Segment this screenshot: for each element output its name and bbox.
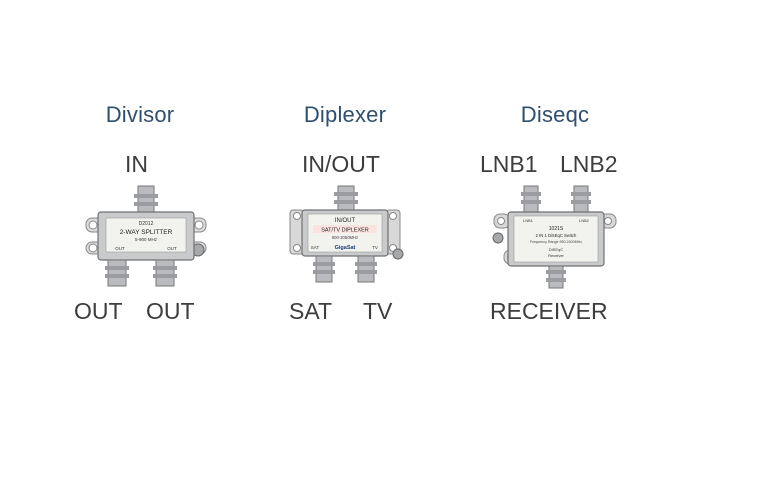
port-label-tv: TV [363, 298, 393, 324]
section-title: Diseqc [520, 102, 590, 127]
diseqc-switch-device: LNB1 LNB2 1021S 2 IN 1 DiSEqC Switch Fre… [492, 185, 617, 289]
device-label-name: 2-WAY SPLITTER [120, 229, 173, 236]
section-title: Diplexer [303, 102, 387, 127]
port-label-in-out: IN/OUT [302, 151, 380, 177]
device-label-out-left: OUT [115, 246, 125, 251]
device-label-receiver: Receiver [548, 253, 564, 258]
device-label-out-right: OUT [167, 246, 177, 251]
device-label-in-out: IN/OUT [335, 218, 356, 224]
section-diplexer: Diplexer IN/OUT IN/OUT SAT/TV DIPLEXER 9… [270, 0, 420, 480]
device-label-tv: TV [372, 245, 378, 250]
port-label-lnb1: LNB1 [480, 151, 538, 177]
device-label-name: SAT/TV DIPLEXER [321, 228, 369, 234]
diplexer-device: IN/OUT SAT/TV DIPLEXER 900-2050MHz SAT G… [289, 185, 404, 283]
device-label-diseqc: DiSEqC [549, 247, 563, 252]
device-label-freq: 900-2050MHz [332, 235, 358, 240]
section-title: Divisor [105, 102, 175, 127]
device-label-model: D2012 [139, 221, 154, 227]
section-diseqc: Diseqc LNB1 LNB2 LNB1 LNB2 1021S 2 IN 1 … [470, 0, 640, 480]
port-label-out-2: OUT [146, 298, 195, 324]
device-label-freq: Frequency Range 950-2400MHz [530, 240, 582, 244]
device-label-name: 2 IN 1 DiSEqC Switch [536, 233, 577, 238]
device-label-freq: 5-900 MHz [135, 237, 158, 242]
device-label-lnb2: LNB2 [579, 219, 589, 223]
port-label-sat: SAT [289, 298, 333, 324]
device-label-lnb1: LNB1 [523, 219, 533, 223]
port-label-in: IN [125, 151, 148, 177]
device-label-sat: SAT [311, 245, 320, 250]
port-label-receiver: RECEIVER [490, 298, 608, 324]
section-divisor: Divisor IN D2012 2-WAY SPLITTER 5-900 MH… [60, 0, 220, 480]
device-label-brand: GigaSat [335, 245, 356, 251]
splitter-device: D2012 2-WAY SPLITTER 5-900 MHz OUT OUT [85, 185, 207, 287]
port-label-lnb2: LNB2 [560, 151, 618, 177]
port-label-out-1: OUT [74, 298, 123, 324]
device-label-model: 1021S [549, 226, 564, 232]
